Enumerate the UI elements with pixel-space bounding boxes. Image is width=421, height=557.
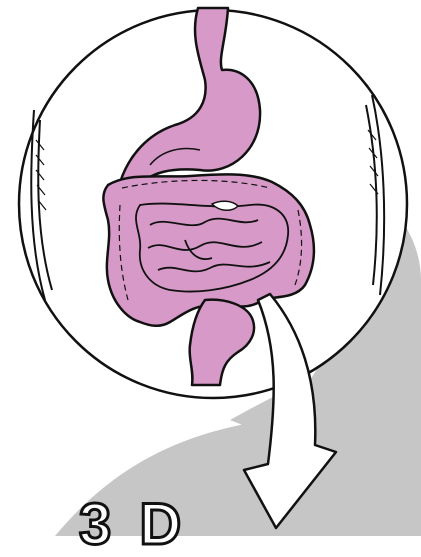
figure-label: 3 D bbox=[79, 496, 187, 554]
anatomy-illustration bbox=[0, 0, 421, 536]
